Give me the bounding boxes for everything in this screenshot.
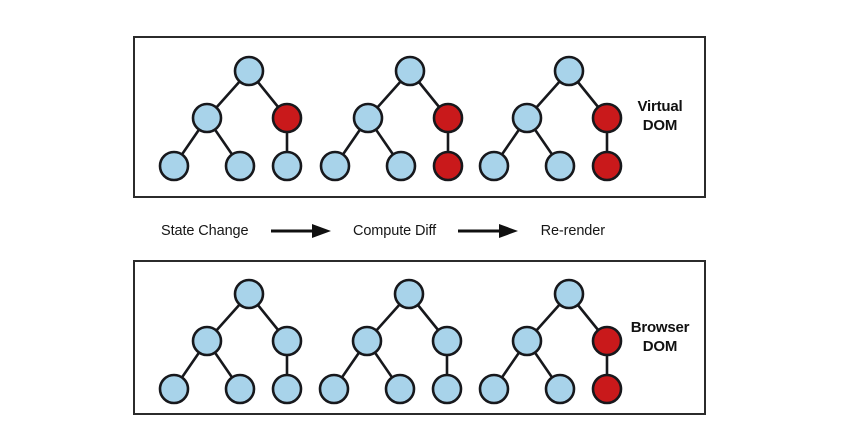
tree-node-leaf-c [432, 150, 464, 182]
tree-node-left-child [511, 325, 543, 357]
flow-step-compute-diff: Compute Diff [352, 223, 437, 239]
tree-node-leaf-b [385, 150, 417, 182]
tree-node-leaf-a [478, 373, 510, 405]
tree-node-right-child [271, 325, 303, 357]
tree-node-leaf-b [384, 373, 416, 405]
flow-step-re-render: Re-render [540, 223, 605, 239]
tree-node-right-child [432, 102, 464, 134]
tree-node-root [394, 55, 426, 87]
tree-node-left-child [351, 325, 383, 357]
right-arrow-icon [270, 224, 331, 238]
browser-dom-label: Browser DOM [612, 318, 708, 356]
tree-node-root [393, 278, 425, 310]
browser-dom-label-line1: Browser [630, 319, 690, 336]
virtual-tree-3 [478, 55, 623, 182]
tree-node-leaf-a [478, 150, 510, 182]
browser-tree-2 [318, 278, 463, 405]
virtual-tree-1 [158, 55, 303, 182]
tree-node-leaf-a [158, 373, 190, 405]
tree-node-root [233, 55, 265, 87]
tree-node-right-child [271, 102, 303, 134]
browser-tree-1 [158, 278, 303, 405]
tree-node-leaf-b [224, 150, 256, 182]
tree-node-leaf-c [591, 150, 623, 182]
tree-node-left-child [191, 102, 223, 134]
tree-node-leaf-c [271, 373, 303, 405]
tree-node-leaf-c [431, 373, 463, 405]
virtual-dom-label: Virtual DOM [612, 97, 708, 135]
browser-dom-label-line2: DOM [642, 338, 678, 355]
tree-node-left-child [511, 102, 543, 134]
tree-node-leaf-c [591, 373, 623, 405]
tree-node-left-child [352, 102, 384, 134]
tree-node-right-child [591, 102, 623, 134]
tree-node-root [553, 278, 585, 310]
tree-node-right-child [431, 325, 463, 357]
tree-node-leaf-c [271, 150, 303, 182]
tree-node-leaf-a [318, 373, 350, 405]
tree-node-leaf-b [224, 373, 256, 405]
virtual-dom-label-line2: DOM [642, 117, 678, 134]
tree-node-right-child [591, 325, 623, 357]
right-arrow-icon [458, 224, 519, 238]
browser-tree-3 [478, 278, 623, 405]
tree-node-leaf-a [158, 150, 190, 182]
tree-node-root [233, 278, 265, 310]
tree-node-leaf-b [544, 150, 576, 182]
tree-node-root [553, 55, 585, 87]
flow-row: State Change Compute Diff Re-render [133, 216, 633, 246]
virtual-tree-2 [319, 55, 464, 182]
virtual-dom-label-line1: Virtual [637, 98, 683, 115]
tree-node-leaf-a [319, 150, 351, 182]
flow-step-state-change: State Change [161, 223, 249, 239]
tree-node-left-child [191, 325, 223, 357]
tree-node-leaf-b [544, 373, 576, 405]
